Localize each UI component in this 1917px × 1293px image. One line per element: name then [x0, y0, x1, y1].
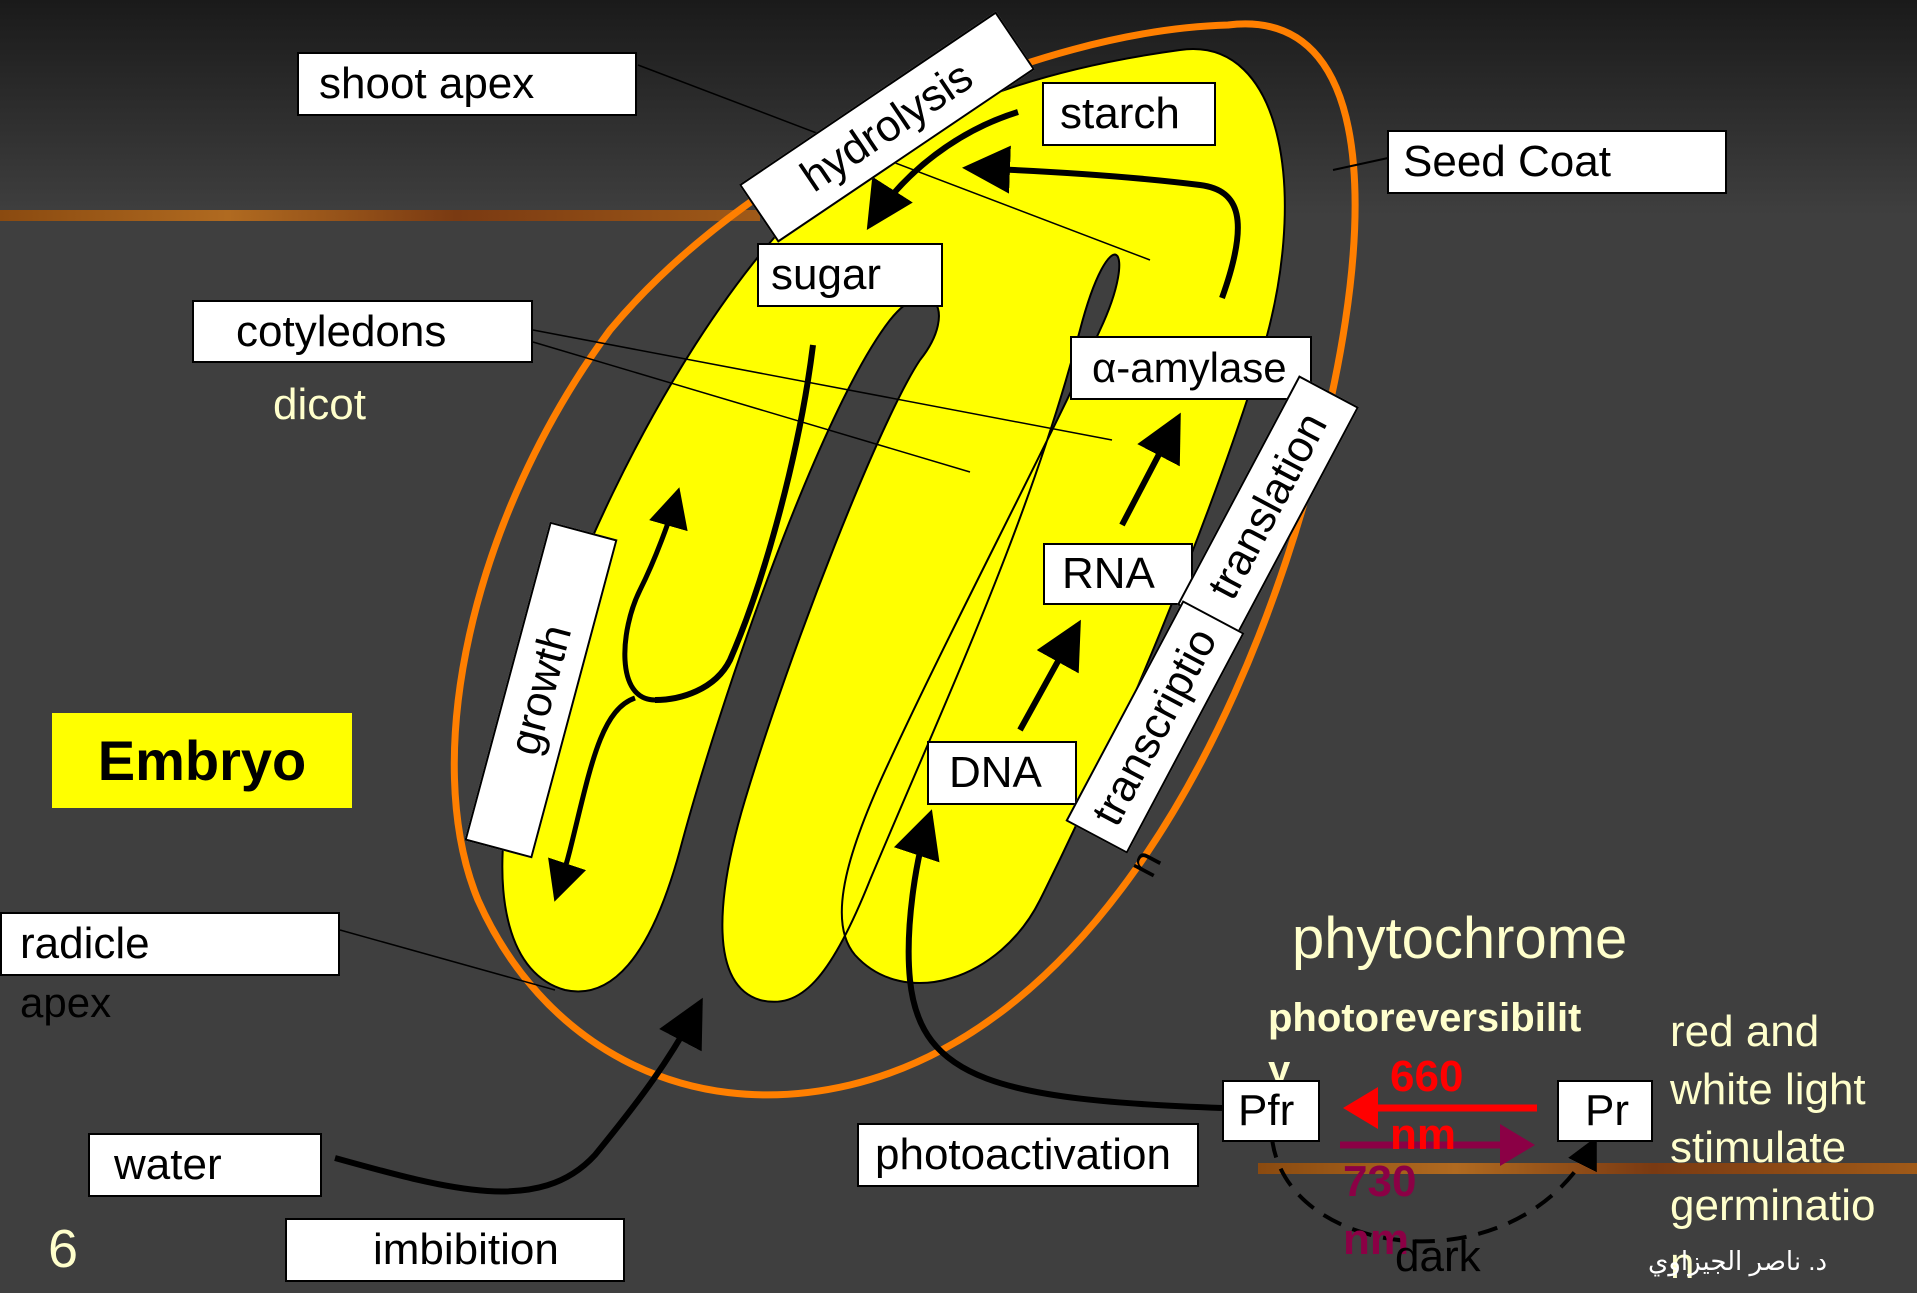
note-line: stimulate — [1670, 1119, 1875, 1177]
imbibition-label: imbibition — [285, 1218, 625, 1282]
red-wavelength-unit: nm — [1390, 1113, 1456, 1157]
sugar-label: sugar — [757, 243, 943, 307]
page-number: 6 — [48, 1222, 78, 1276]
embryo-text: Embryo — [98, 728, 307, 793]
red-wavelength-value: 660 — [1390, 1055, 1463, 1099]
note-line: white light — [1670, 1061, 1875, 1119]
author-credit: د. ناصر الجيزاوي — [1648, 1248, 1827, 1274]
pfr-label: Pfr — [1222, 1080, 1320, 1142]
seed-coat-label: Seed Coat — [1387, 130, 1727, 194]
alpha-amylase-label: α-amylase — [1070, 336, 1312, 400]
apex-label: apex — [20, 982, 111, 1024]
dna-label: DNA — [927, 741, 1077, 805]
decorative-stripe-top — [0, 210, 760, 221]
cotyledons-label: cotyledons — [192, 300, 533, 363]
dark-label: dark — [1395, 1235, 1481, 1279]
starch-label: starch — [1042, 82, 1216, 146]
water-label: water — [88, 1133, 322, 1197]
note-line: germinatio — [1670, 1177, 1875, 1235]
photoreversibility-label: photoreversibilit — [1268, 998, 1581, 1038]
imbibition-arrow — [335, 1003, 700, 1191]
dicot-label: dicot — [273, 383, 366, 427]
shoot-apex-label: shoot apex — [297, 52, 637, 116]
pr-label: Pr — [1557, 1080, 1653, 1142]
radicle-label: radicle — [0, 912, 340, 976]
photoactivation-label: photoactivation — [857, 1123, 1199, 1187]
far-red-wavelength-value: 730 — [1343, 1160, 1416, 1204]
note-line: red and — [1670, 1003, 1875, 1061]
phytochrome-title: phytochrome — [1292, 910, 1627, 968]
embryo-label: Embryo — [52, 713, 352, 808]
rna-label: RNA — [1043, 543, 1193, 605]
